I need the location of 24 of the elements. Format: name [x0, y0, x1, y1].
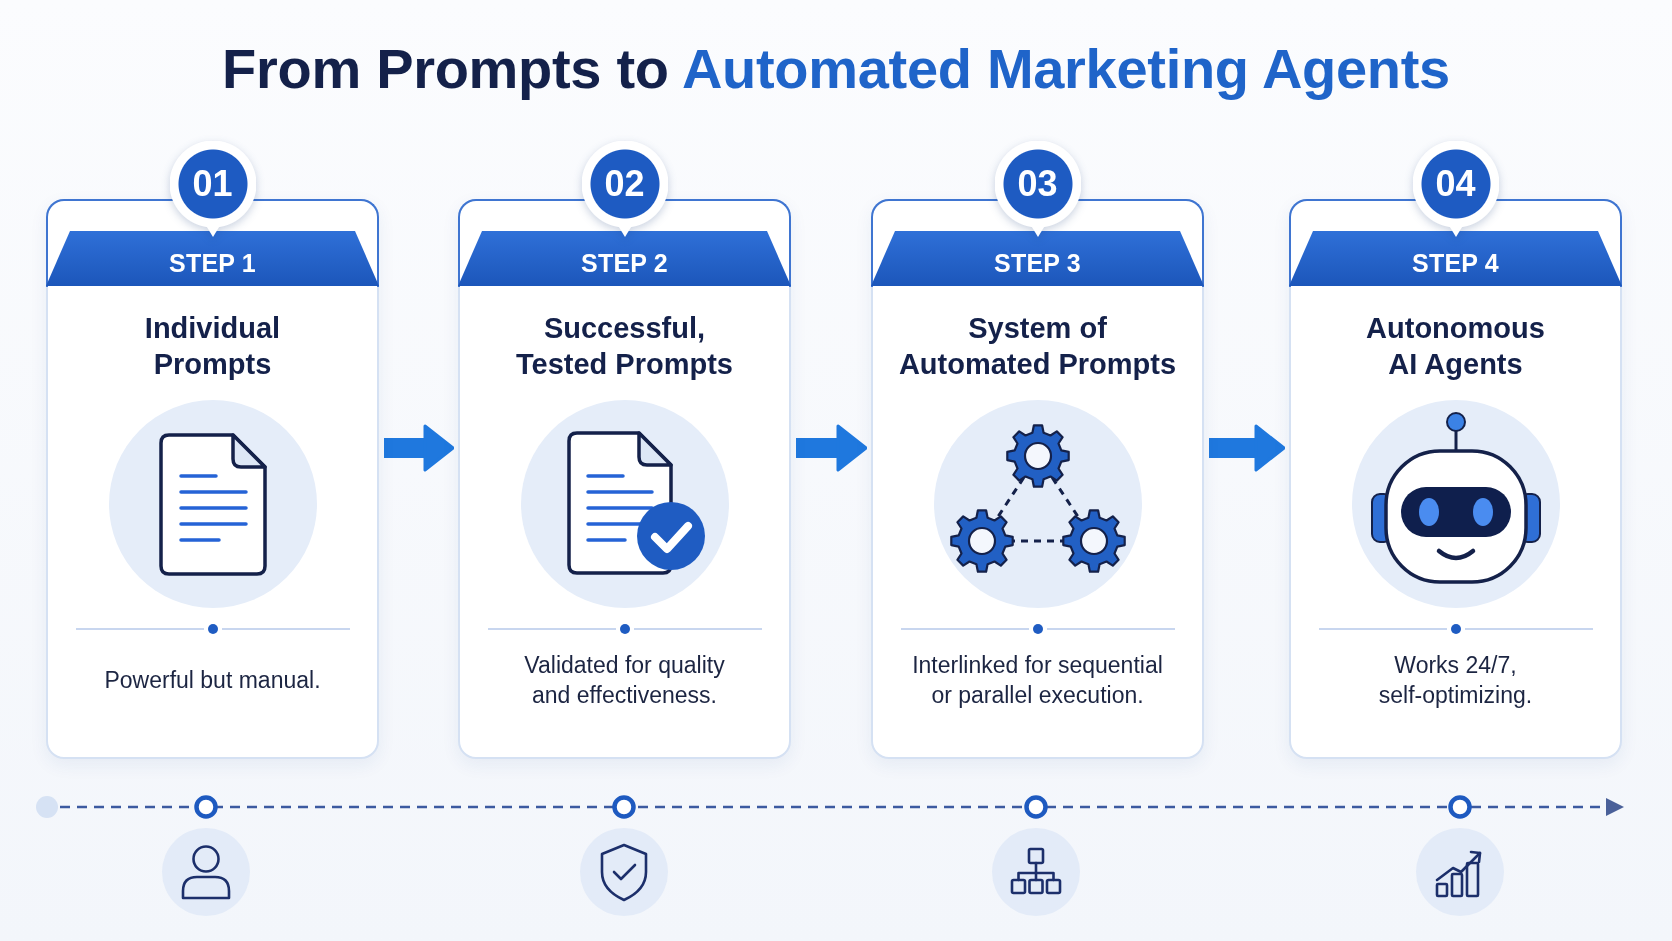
step-description: Works 24/7, self-optimizing.: [1377, 651, 1534, 710]
step-number-badge: 01: [169, 141, 256, 239]
step-description: Interlinked for sequential or parallel execution.: [911, 651, 1164, 710]
step-card: [871, 199, 1204, 759]
step-banner: STEP 4: [1289, 231, 1622, 286]
step-card: [1289, 199, 1622, 759]
diagram-title: From Prompts to Automated Marketing Agents: [222, 36, 1450, 102]
step-number-badge: 02: [581, 141, 668, 239]
step-banner: STEP 3: [871, 231, 1204, 286]
step-banner: STEP 2: [458, 231, 791, 286]
step-number-badge: 04: [1412, 141, 1499, 239]
arrow: [384, 424, 455, 472]
arrow: [796, 424, 868, 472]
step-description: Validated for quality and effectiveness.: [523, 651, 726, 710]
step-title: Individual Prompts: [143, 311, 282, 382]
step-banner: STEP 1: [46, 231, 379, 286]
arrow: [1209, 424, 1286, 472]
step-title: Successful, Tested Prompts: [515, 311, 734, 382]
step-description: Powerful but manual.: [104, 666, 321, 695]
step-number-badge: 03: [994, 141, 1081, 239]
step-title: System of Automated Prompts: [897, 311, 1178, 382]
step-card: [46, 199, 379, 759]
step-card: [458, 199, 791, 759]
step-title: Autonomous AI Agents: [1365, 311, 1546, 382]
